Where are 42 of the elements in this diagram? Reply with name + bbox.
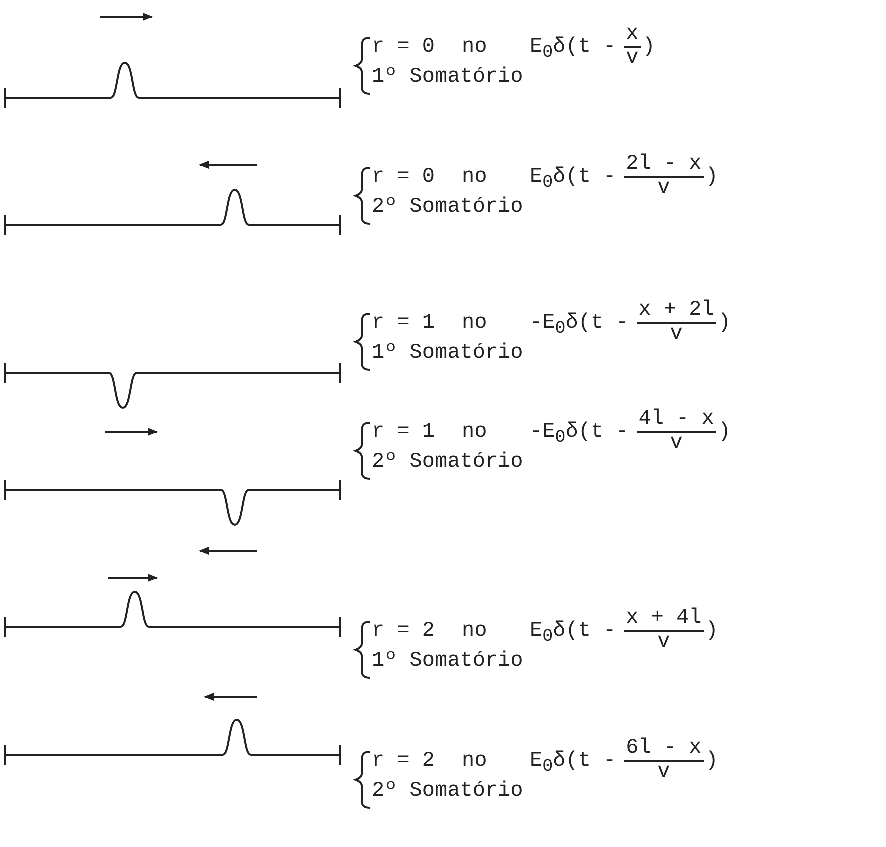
sum-label: 1º Somatório	[372, 342, 524, 366]
sum-label: 1º Somatório	[372, 650, 524, 674]
numerator: 6l - x	[624, 738, 704, 762]
condition-text: r = 2	[372, 750, 436, 774]
parenthesis: )	[642, 36, 656, 60]
sum-label: 2º Somatório	[372, 780, 524, 804]
parenthesis: )	[718, 421, 731, 445]
formula-text: E$_{0}$δ(t -	[530, 750, 616, 780]
formula-text: -E$_{0}$δ(t -	[530, 312, 629, 342]
numerator: 4l - x	[636, 409, 716, 433]
denominator: v	[658, 762, 670, 784]
condition-text: r = 1	[372, 421, 436, 445]
label-text: no	[462, 620, 488, 644]
denominator: v	[658, 632, 670, 654]
label-text: no	[462, 36, 488, 60]
formula-text: E$_{0}$δ(t -	[530, 36, 616, 66]
parenthesis: )	[718, 312, 731, 336]
label-text: no	[462, 312, 488, 336]
label-text: no	[462, 750, 488, 774]
denominator: v	[626, 48, 639, 70]
formula-text: E$_{0}$δ(t -	[530, 166, 616, 196]
denominator: v	[670, 433, 683, 455]
label-text: no	[462, 166, 488, 190]
condition-text: r = 2	[372, 620, 436, 644]
label-text: no	[462, 421, 488, 445]
sum-label: 2º Somatório	[372, 451, 524, 475]
denominator: v	[658, 178, 670, 200]
sum-label: 2º Somatório	[372, 196, 524, 220]
denominator: v	[670, 324, 683, 346]
numerator: x + 4l	[624, 608, 704, 632]
parenthesis: )	[706, 166, 718, 190]
parenthesis: )	[706, 620, 718, 644]
condition-text: r = 0	[372, 36, 436, 60]
numerator: x	[624, 24, 641, 48]
sum-label: 1º Somatório	[372, 66, 524, 90]
numerator: x + 2l	[636, 300, 716, 324]
condition-text: r = 0	[372, 166, 436, 190]
numerator: 2l - x	[624, 154, 704, 178]
formula-text: E$_{0}$δ(t -	[530, 620, 616, 650]
condition-text: r = 1	[372, 312, 436, 336]
formula-text: -E$_{0}$δ(t -	[530, 421, 629, 450]
parenthesis: )	[706, 750, 718, 774]
